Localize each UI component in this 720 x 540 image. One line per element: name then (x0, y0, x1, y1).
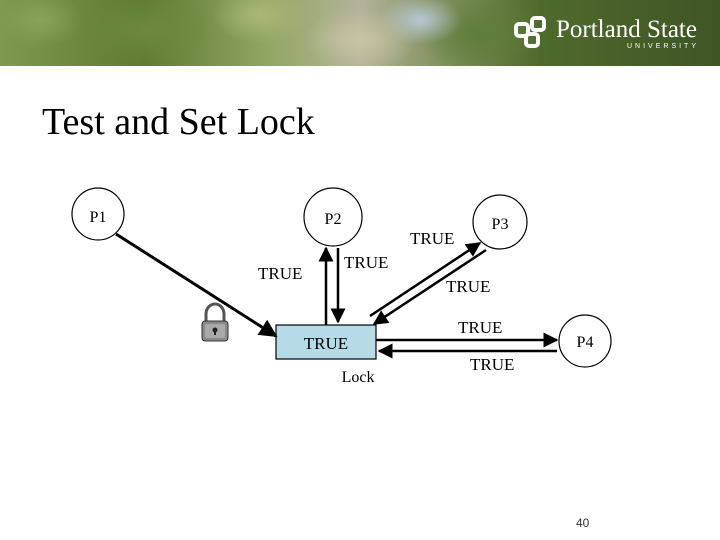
logo-text: Portland State (556, 16, 697, 43)
process-p2: P2 (303, 187, 363, 247)
label-p3-top: TRUE (410, 229, 454, 248)
label-p4-bottom: TRUE (470, 355, 514, 374)
arrow-lock-to-p3 (369, 241, 482, 318)
arrow-p1-to-lock (115, 232, 278, 338)
header-banner: Portland State UNIVERSITY (0, 0, 720, 66)
process-p3-label: P3 (492, 216, 509, 233)
process-p4-label: P4 (577, 334, 594, 351)
process-p4: P4 (558, 314, 612, 368)
label-p2-right: TRUE (344, 253, 388, 272)
label-p2-left: TRUE (258, 264, 302, 283)
process-p1: P1 (71, 187, 125, 241)
lock-value: TRUE (304, 334, 348, 353)
padlock-icon (201, 302, 229, 342)
label-p4-top: TRUE (458, 318, 502, 337)
university-logo: Portland State UNIVERSITY (512, 14, 712, 54)
logo-subtext: UNIVERSITY (627, 43, 700, 50)
page-number: 40 (576, 516, 590, 530)
arrow-p3-to-lock (372, 248, 487, 326)
process-p3: P3 (472, 194, 528, 250)
logo-mark-icon (514, 16, 546, 48)
label-p3-bottom: TRUE (446, 277, 490, 296)
slide-title: Test and Set Lock (42, 101, 315, 143)
process-p1-label: P1 (90, 209, 107, 226)
process-p2-label: P2 (325, 211, 342, 228)
lock-box: TRUE Lock (275, 324, 377, 386)
lock-label: Lock (342, 369, 375, 386)
